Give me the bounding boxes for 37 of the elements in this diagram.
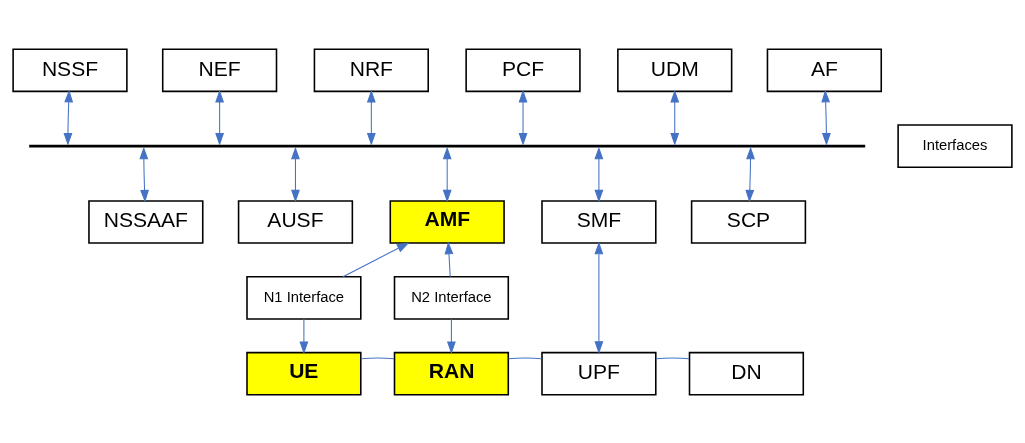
connector [655,356,690,359]
node-box: DN [688,351,805,396]
arrow [670,89,680,146]
arrow [594,241,604,354]
arrow [342,242,410,277]
node-box: N1 Interface [246,275,362,320]
node-box: UDM [617,47,733,92]
connector [507,356,543,359]
arrow [63,89,74,146]
node-box: AMF [389,199,505,244]
node-box: RAN [393,351,510,396]
node-box: NEF [161,47,278,92]
arrow [446,318,456,354]
arrow [215,89,225,146]
arrow [745,146,755,202]
arrow [442,146,452,202]
arrow [299,318,309,354]
arrow [366,89,376,146]
node-box: N2 Interface [393,275,510,320]
node-box: AUSF [237,199,354,244]
arrow [594,146,604,202]
node-box: SCP [690,199,807,244]
connector [360,356,395,359]
node-box: NRF [313,47,429,92]
node-box: PCF [465,47,581,92]
arrow [518,89,528,146]
node-box: SMF [541,199,657,244]
arrow [139,146,149,202]
node-box: UE [246,351,362,396]
arrow [821,89,831,146]
node-box: NSSF [12,47,128,92]
node-box: NSSAAF [88,199,204,244]
node-box: AF [766,47,883,92]
arrow [291,146,300,202]
node-box: Interfaces [897,123,1013,168]
arrow [444,241,454,277]
node-box: UPF [541,351,657,396]
